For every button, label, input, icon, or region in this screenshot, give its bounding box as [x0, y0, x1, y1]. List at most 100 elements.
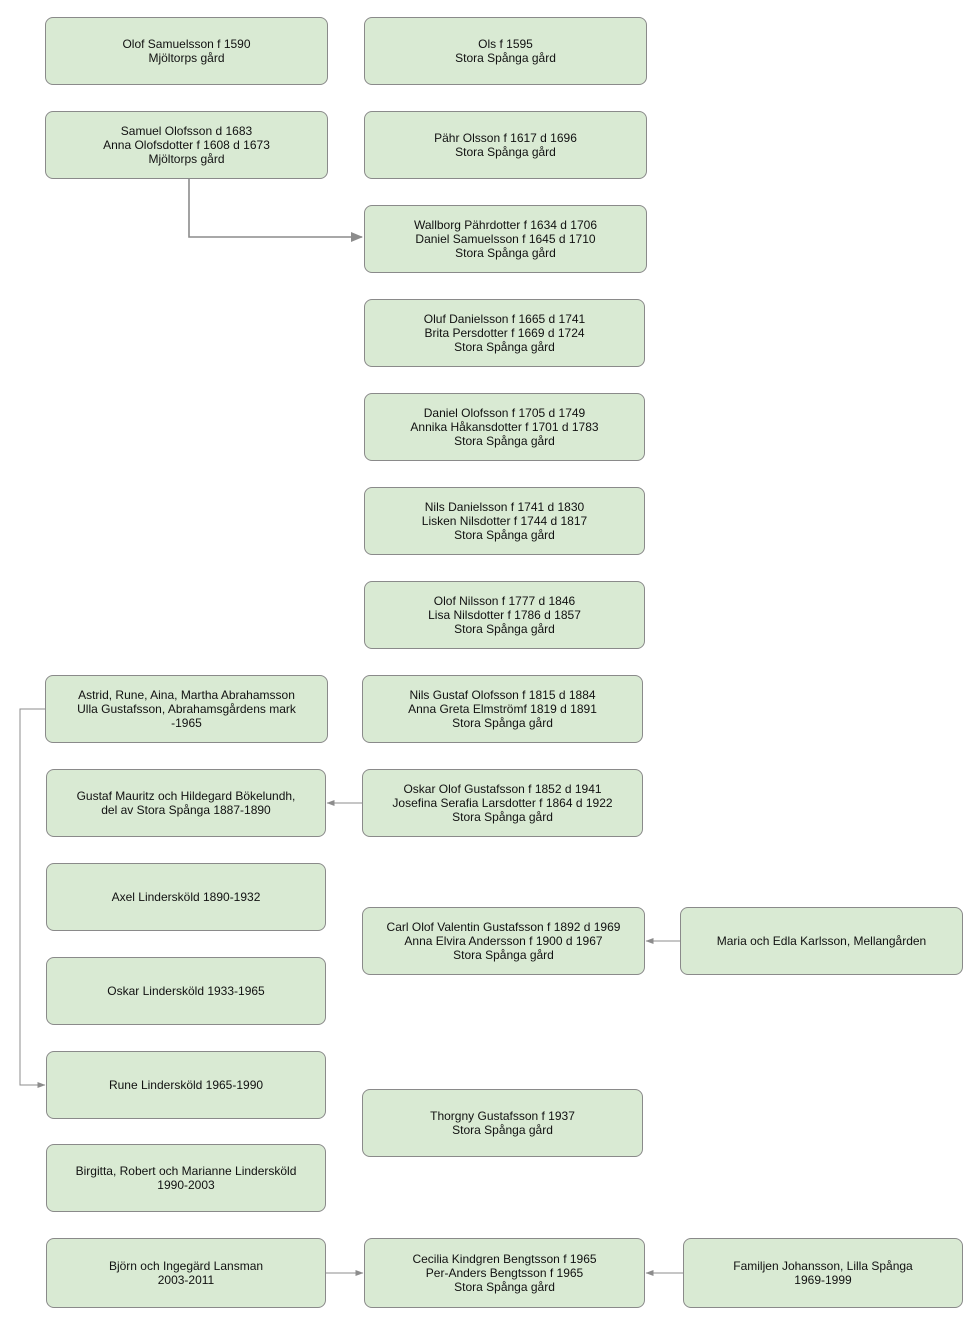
node-line: Gustaf Mauritz och Hildegard Bökelundh,	[76, 789, 296, 803]
tree-node-n14[interactable]: Axel Lindersköld 1890-1932	[46, 863, 326, 931]
node-line: Pähr Olsson f 1617 d 1696	[434, 131, 577, 145]
node-text: Oskar Lindersköld 1933-1965	[107, 984, 264, 998]
node-line: Olof Nilsson f 1777 d 1846	[433, 594, 576, 608]
node-line: 2003-2011	[157, 1273, 215, 1287]
tree-node-n17[interactable]: Oskar Lindersköld 1933-1965	[46, 957, 326, 1025]
node-line: Per-Anders Bengtsson f 1965	[425, 1266, 584, 1280]
node-line: -1965	[171, 716, 202, 730]
node-line: Daniel Samuelsson f 1645 d 1710	[415, 232, 596, 246]
node-line: Stora Spånga gård	[455, 145, 556, 159]
tree-node-n20[interactable]: Birgitta, Robert och Marianne Lindersköl…	[46, 1144, 326, 1212]
node-line: Maria och Edla Karlsson, Mellangården	[716, 934, 927, 948]
node-line: Annika Håkansdotter f 1701 d 1783	[410, 420, 599, 434]
node-line: Stora Spånga gård	[454, 434, 555, 448]
node-line: Josefina Serafia Larsdotter f 1864 d 192…	[392, 796, 613, 810]
node-text: Rune Lindersköld 1965-1990	[109, 1078, 263, 1092]
node-line: Stora Spånga gård	[454, 622, 555, 636]
node-line: Daniel Olofsson f 1705 d 1749	[423, 406, 586, 420]
node-line: Thorgny Gustafsson f 1937	[430, 1109, 575, 1123]
node-line: Anna Olofsdotter f 1608 d 1673	[103, 138, 270, 152]
node-line: Nils Gustaf Olofsson f 1815 d 1884	[409, 688, 596, 702]
node-line: del av Stora Spånga 1887-1890	[101, 803, 271, 817]
node-line: Wallborg Pährdotter f 1634 d 1706	[413, 218, 597, 232]
node-line: Nils Danielsson f 1741 d 1830	[424, 500, 585, 514]
node-line: Stora Spånga gård	[455, 246, 556, 260]
node-line: Oluf Danielsson f 1665 d 1741	[423, 312, 586, 326]
node-line: Stora Spånga gård	[452, 810, 553, 824]
tree-node-n15[interactable]: Carl Olof Valentin Gustafsson f 1892 d 1…	[362, 907, 645, 975]
node-line: Mjöltorps gård	[148, 51, 225, 65]
node-line: 1969-1999	[794, 1273, 852, 1287]
node-line: Stora Spånga gård	[454, 528, 555, 542]
node-text: Carl Olof Valentin Gustafsson f 1892 d 1…	[387, 920, 621, 962]
tree-node-n16[interactable]: Maria och Edla Karlsson, Mellangården	[680, 907, 963, 975]
node-text: Birgitta, Robert och Marianne Lindersköl…	[76, 1164, 297, 1192]
node-line: Brita Persdotter f 1669 d 1724	[424, 326, 585, 340]
node-line: Samuel Olofsson d 1683	[120, 124, 253, 138]
node-line: Ulla Gustafsson, Abrahamsgårdens mark	[77, 702, 296, 716]
tree-node-n18[interactable]: Rune Lindersköld 1965-1990	[46, 1051, 326, 1119]
node-line: Olof Samuelsson f 1590	[122, 37, 251, 51]
node-line: Stora Spånga gård	[452, 1123, 553, 1137]
node-line: Cecilia Kindgren Bengtsson f 1965	[412, 1252, 597, 1266]
node-line: Carl Olof Valentin Gustafsson f 1892 d 1…	[386, 920, 621, 934]
node-line: Stora Spånga gård	[452, 716, 553, 730]
edge-n10-to-n18	[19, 708, 46, 1088]
node-line: Oskar Lindersköld 1933-1965	[107, 984, 265, 998]
node-line: Stora Spånga gård	[454, 1280, 555, 1294]
node-line: Rune Lindersköld 1965-1990	[108, 1078, 264, 1092]
node-line: Stora Spånga gård	[455, 51, 556, 65]
node-line: Familjen Johansson, Lilla Spånga	[733, 1259, 913, 1273]
node-line: Stora Spånga gård	[453, 948, 554, 962]
node-line: Lisken Nilsdotter f 1744 d 1817	[421, 514, 588, 528]
node-line: Lisa Nilsdotter f 1786 d 1857	[428, 608, 581, 622]
node-line: Birgitta, Robert och Marianne Lindersköl…	[75, 1164, 297, 1178]
node-line: Stora Spånga gård	[454, 340, 555, 354]
node-line: Anna Elvira Andersson f 1900 d 1967	[404, 934, 603, 948]
node-text: Axel Lindersköld 1890-1932	[112, 890, 261, 904]
node-line: Anna Greta Elmströmf 1819 d 1891	[408, 702, 597, 716]
node-line: Oskar Olof Gustafsson f 1852 d 1941	[403, 782, 602, 796]
node-line: Björn och Ingegärd Lansman	[108, 1259, 264, 1273]
node-line: 1990-2003	[157, 1178, 215, 1192]
tree-node-n12[interactable]: Gustaf Mauritz och Hildegard Bökelundh,d…	[46, 769, 326, 837]
node-line: Ols f 1595	[478, 37, 533, 51]
node-line: Axel Lindersköld 1890-1932	[111, 890, 261, 904]
node-line: Mjöltorps gård	[148, 152, 225, 166]
node-text: Maria och Edla Karlsson, Mellangården	[717, 934, 926, 948]
node-text: Gustaf Mauritz och Hildegard Bökelundh,d…	[77, 789, 296, 817]
